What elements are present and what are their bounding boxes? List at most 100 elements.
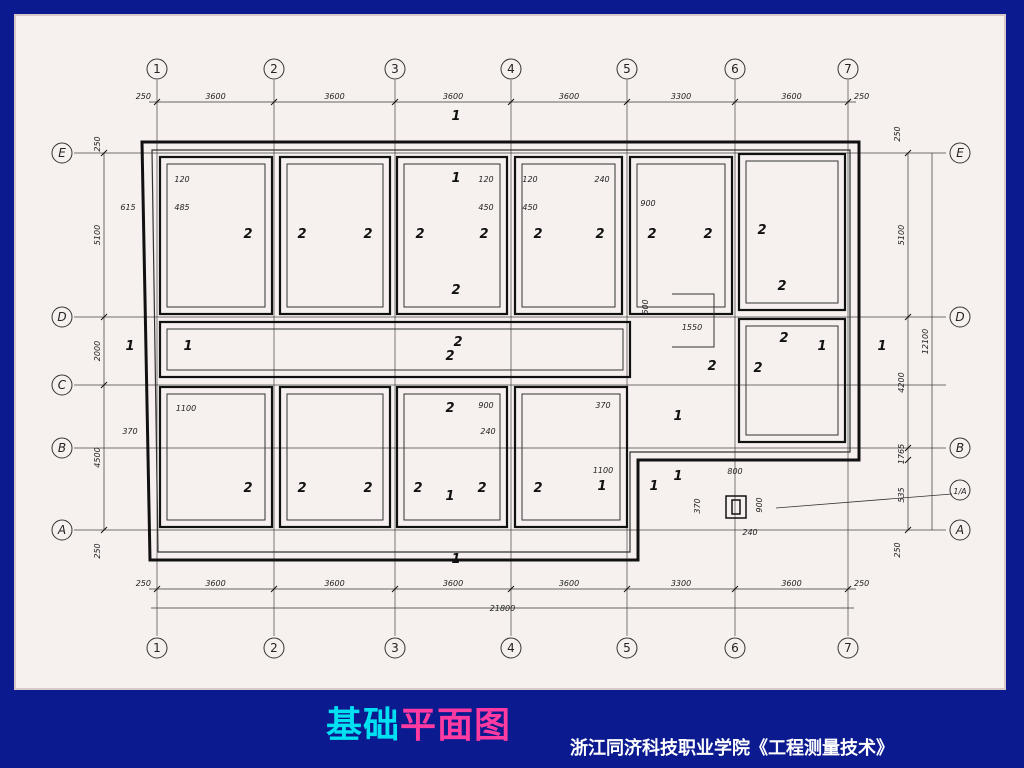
section-mark-1-1: 1 — [451, 171, 460, 186]
room-outline-1 — [278, 155, 392, 316]
axis-label-bottom-2: 2 — [270, 641, 278, 655]
axis-label-right-D: D — [955, 310, 964, 324]
top-edge-left: 250 — [136, 92, 151, 101]
section-mark-2-9: 2 — [757, 223, 766, 238]
local-dim-12: 370 — [122, 427, 137, 436]
local-dim-4: 120 — [522, 175, 537, 184]
axis-bubble-bottom-1 — [146, 637, 168, 659]
local-dim-0: 120 — [174, 175, 189, 184]
axis-label-top-6: 6 — [731, 62, 739, 76]
section-mark-1-0: 1 — [451, 109, 460, 124]
section-mark-2-17: 2 — [445, 401, 454, 416]
section-mark-2-20: 2 — [363, 481, 372, 496]
local-dim-16: 1100 — [593, 466, 613, 475]
right-dim-label-0: 5100 — [897, 225, 906, 245]
right-dim-tick-2 — [904, 444, 912, 452]
local-dim-5: 450 — [478, 203, 493, 212]
right-dim-label-2: 1765 — [897, 444, 906, 464]
left-edge-top: 250 — [93, 136, 102, 151]
room-inner-line-1 — [286, 163, 384, 308]
axis-label-bottom-1: 1 — [153, 641, 161, 655]
bottom-dim-tick-4 — [623, 585, 631, 593]
section-mark-1-10: 1 — [877, 339, 886, 354]
axis-bubble-top-3 — [384, 58, 406, 80]
room-outline-6 — [737, 317, 847, 444]
axis-label-right-B: B — [956, 441, 964, 455]
right-dim-label-3: 535 — [897, 487, 906, 502]
outer-foundation-line — [140, 140, 861, 562]
local-dim-18: 900 — [755, 497, 764, 512]
room-inner-line-6 — [745, 325, 839, 436]
local-dim-11: 1100 — [176, 404, 196, 413]
bottom-dim-label-5: 3600 — [781, 579, 801, 588]
axis-bubble-left-C — [51, 374, 73, 396]
section-mark-2-16: 2 — [779, 331, 788, 346]
section-mark-2-14: 2 — [707, 359, 716, 374]
room-outline-4 — [628, 155, 734, 316]
axis-label-bottom-6: 6 — [731, 641, 739, 655]
local-dim-15: 370 — [595, 401, 610, 410]
left-dim-label-1: 2000 — [93, 341, 102, 361]
room-inner-line-11 — [166, 328, 624, 371]
section-mark-2-13: 2 — [445, 349, 454, 364]
axis-bubble-top-4 — [500, 58, 522, 80]
room-inner-line-3 — [521, 163, 616, 308]
section-mark-1-3: 1 — [183, 339, 192, 354]
section-mark-2-10: 2 — [777, 279, 786, 294]
local-dim-10: 1550 — [682, 323, 702, 332]
room-inner-line-2 — [403, 163, 501, 308]
detail-ref-label: 1/A — [953, 487, 966, 496]
room-outline-11 — [158, 320, 632, 379]
bottom-edge-right: 250 — [854, 579, 869, 588]
local-dim-2: 485 — [174, 203, 189, 212]
local-dim-20: 240 — [742, 528, 757, 537]
room-inner-line-7 — [166, 393, 266, 521]
local-dim-1: 615 — [120, 203, 135, 212]
section-mark-1-6: 1 — [673, 469, 682, 484]
bottom-dim-label-0: 3600 — [205, 579, 225, 588]
axis-label-left-D: D — [57, 310, 66, 324]
right-total-label: 12100 — [921, 329, 930, 354]
top-dim-tick-5 — [731, 98, 739, 106]
bottom-dim-label-1: 3600 — [324, 579, 344, 588]
top-dim-label-2: 3600 — [443, 92, 463, 101]
section-mark-2-5: 2 — [533, 227, 542, 242]
section-mark-1-9: 1 — [817, 339, 826, 354]
local-dim-19: 370 — [693, 498, 702, 513]
local-dim-17: 800 — [727, 467, 742, 476]
top-dim-label-0: 3600 — [205, 92, 225, 101]
axis-label-top-3: 3 — [391, 62, 399, 76]
axis-bubble-right-E — [949, 142, 971, 164]
section-mark-1-5: 1 — [649, 479, 658, 494]
top-dim-label-4: 3300 — [671, 92, 691, 101]
axis-bubble-bottom-5 — [616, 637, 638, 659]
room-inner-line-8 — [286, 393, 384, 521]
section-mark-2-1: 2 — [297, 227, 306, 242]
axis-label-right-A: A — [955, 523, 964, 537]
room-inner-line-10 — [521, 393, 621, 521]
axis-bubble-top-6 — [724, 58, 746, 80]
top-edge-right: 250 — [854, 92, 869, 101]
axis-label-top-2: 2 — [270, 62, 278, 76]
axis-bubble-left-A — [51, 519, 73, 541]
section-mark-1-2: 1 — [125, 339, 134, 354]
axis-label-bottom-5: 5 — [623, 641, 631, 655]
axis-label-top-7: 7 — [844, 62, 852, 76]
local-dim-7: 240 — [594, 175, 609, 184]
section-mark-2-8: 2 — [703, 227, 712, 242]
axis-bubble-left-D — [51, 306, 73, 328]
section-mark-2-19: 2 — [297, 481, 306, 496]
room-outline-7 — [158, 385, 274, 529]
axis-label-top-4: 4 — [507, 62, 515, 76]
axis-label-right-E: E — [956, 146, 964, 160]
room-outline-10 — [513, 385, 629, 529]
axis-bubble-bottom-4 — [500, 637, 522, 659]
room-inner-line-9 — [403, 393, 501, 521]
left-dim-label-0: 5100 — [93, 225, 102, 245]
right-edge-bottom: 250 — [893, 542, 902, 557]
local-dim-9: 600 — [641, 299, 650, 314]
top-dim-label-1: 3600 — [324, 92, 344, 101]
left-dim-tick-0 — [100, 149, 108, 157]
